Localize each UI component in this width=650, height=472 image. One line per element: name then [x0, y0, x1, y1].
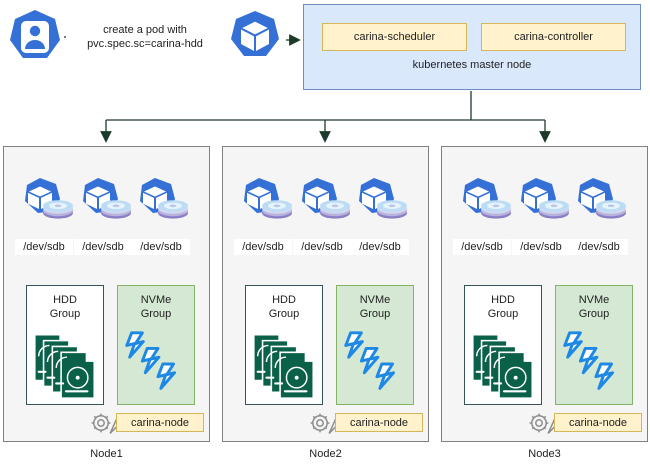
node-card-1: /dev/sdb /dev/sdb /dev/sdb HDD Group NVM… — [3, 146, 210, 442]
carina-node-agent: carina-node — [307, 411, 425, 435]
flow-label: create a pod with pvc.spec.sc=carina-hdd — [66, 20, 224, 54]
pod-disk-icon — [76, 177, 132, 223]
pod-disk-icon — [352, 177, 408, 223]
hdd-group-title: HDD Group — [246, 293, 322, 321]
hdd-group-title-line2: Group — [487, 308, 519, 320]
hdd-group: HDD Group — [464, 285, 542, 405]
nvme-group-title: NVMe Group — [118, 293, 194, 321]
nvme-lightning-icon — [118, 328, 194, 400]
master-node-label: kubernetes master node — [412, 59, 532, 71]
nvme-group-title-line2: Group — [359, 308, 391, 320]
node-card-3: /dev/sdb /dev/sdb /dev/sdb HDD Group NVM… — [441, 146, 648, 442]
device-label: /dev/sdb — [351, 239, 409, 255]
pod-disk-icon — [456, 177, 512, 223]
pod-disk-icon — [571, 177, 627, 223]
device-label: /dev/sdb — [132, 239, 190, 255]
hdd-disk-stack-icon — [27, 328, 103, 400]
hdd-group: HDD Group — [245, 285, 323, 405]
pod-disk-icon — [514, 177, 570, 223]
flow-label-line1: create a pod with — [103, 24, 187, 36]
hdd-group-title-line2: Group — [49, 308, 81, 320]
kubernetes-master-node: carina-scheduler carina-controller kuber… — [303, 4, 641, 90]
flow-label-line2: pvc.spec.sc=carina-hdd — [87, 38, 203, 50]
node-caption: Node3 — [528, 448, 561, 460]
hdd-group-title-line1: HDD — [272, 294, 296, 306]
device-label: /dev/sdb — [453, 239, 511, 255]
carina-node-badge[interactable]: carina-node — [554, 413, 642, 432]
nvme-group: NVMe Group — [336, 285, 414, 405]
nvme-group: NVMe Group — [555, 285, 633, 405]
device-label: /dev/sdb — [74, 239, 132, 255]
carina-node-agent: carina-node — [88, 411, 206, 435]
hdd-group-title: HDD Group — [465, 293, 541, 321]
nvme-group-title-line1: NVMe — [578, 294, 610, 306]
hdd-group-title-line1: HDD — [491, 294, 515, 306]
device-label: /dev/sdb — [512, 239, 570, 255]
nvme-group-title-line2: Group — [140, 308, 172, 320]
device-label: /dev/sdb — [293, 239, 351, 255]
hdd-disk-stack-icon — [465, 328, 541, 400]
pod-disk-icon — [133, 177, 189, 223]
hdd-group-title-line2: Group — [268, 308, 300, 320]
hdd-group: HDD Group — [26, 285, 104, 405]
nvme-group-title: NVMe Group — [337, 293, 413, 321]
hdd-group-title-line1: HDD — [53, 294, 77, 306]
carina-node-badge[interactable]: carina-node — [335, 413, 423, 432]
carina-node-agent: carina-node — [526, 411, 644, 435]
pod-disk-icon — [18, 177, 74, 223]
pod-disk-icon — [295, 177, 351, 223]
node-caption: Node2 — [309, 448, 342, 460]
user-person-icon — [6, 8, 64, 66]
device-label: /dev/sdb — [15, 239, 73, 255]
hdd-group-title: HDD Group — [27, 293, 103, 321]
nvme-group: NVMe Group — [117, 285, 195, 405]
pod-disk-icon — [237, 177, 293, 223]
nvme-group-title-line1: NVMe — [359, 294, 391, 306]
nvme-group-title: NVMe Group — [556, 293, 632, 321]
carina-controller-component[interactable]: carina-controller — [481, 23, 626, 51]
kubernetes-cube-icon — [226, 8, 284, 66]
nvme-group-title-line2: Group — [578, 308, 610, 320]
node-caption: Node1 — [90, 448, 123, 460]
carina-scheduler-component[interactable]: carina-scheduler — [322, 23, 467, 51]
nvme-lightning-icon — [556, 328, 632, 400]
carina-node-badge[interactable]: carina-node — [116, 413, 204, 432]
nvme-lightning-icon — [337, 328, 413, 400]
nvme-group-title-line1: NVMe — [140, 294, 172, 306]
device-label: /dev/sdb — [234, 239, 292, 255]
hdd-disk-stack-icon — [246, 328, 322, 400]
node-card-2: /dev/sdb /dev/sdb /dev/sdb HDD Group NVM… — [222, 146, 429, 442]
device-label: /dev/sdb — [570, 239, 628, 255]
